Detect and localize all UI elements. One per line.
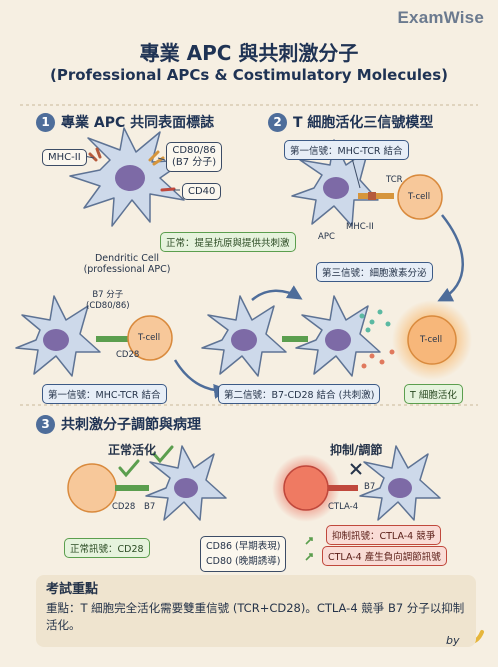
apc-cell-inhibit (359, 445, 441, 521)
t-cell-activation-label: T 細胞活化 (404, 384, 463, 404)
t-cell-normal (67, 463, 117, 513)
mhc2-receptor (88, 147, 102, 162)
section-number: 3 (36, 414, 55, 434)
b7-label: B7 (144, 502, 156, 512)
check-icon (152, 445, 174, 464)
check-icon (118, 459, 140, 478)
signal-3-label: 第三信號：細胞激素分泌 (316, 262, 433, 282)
signal-1-bottom-label: 第一信號：MHC-TCR 結合 (42, 384, 167, 404)
flow-arrow (251, 285, 303, 301)
b7-text: (B7 分子) (172, 157, 217, 168)
section-title: 共刺激分子調節與病理 (61, 417, 201, 433)
page-title: 專業 APC 與共刺激分子 (139, 41, 359, 65)
arrow-up-icon (305, 553, 313, 561)
mhc2-label: MHC-II (42, 149, 87, 166)
mhc2-label: MHC-II (346, 222, 374, 232)
flow-arrow (437, 214, 464, 302)
ctla4-b7-bridge (328, 485, 358, 491)
cd28-b7-bridge (115, 485, 149, 491)
exam-box (36, 575, 476, 647)
dc-name: Dendritic Cell (94, 253, 160, 264)
page-subtitle: (Professional APCs & Costimulatory Molec… (50, 66, 448, 84)
section-1-header: 1 專業 APC 共同表面標誌 (36, 112, 214, 132)
apc-cell-right (295, 295, 381, 377)
b7-text: B7 分子 (92, 290, 124, 300)
normal-signal-label: 正常訊號：CD28 (64, 538, 150, 558)
cd40-label: CD40 (182, 183, 222, 200)
apc-cell-normal (145, 445, 227, 521)
exam-title: 考試重點 (46, 582, 99, 597)
t-cell-left (127, 315, 173, 361)
section-2-header: 2 T 細胞活化三信號模型 (268, 112, 433, 132)
tcr-label: TCR (386, 175, 403, 185)
section-title: T 細胞活化三信號模型 (293, 115, 434, 131)
b7-cd28-bridge (282, 336, 308, 342)
cross-icon (350, 463, 362, 475)
mhc2-receptor (368, 192, 376, 200)
inhibition-heading: 抑制/調節 (330, 443, 383, 457)
t-cell-inhibited (283, 465, 329, 511)
apc-cell-top (291, 139, 379, 227)
exam-body: 重點：T 細胞完全活化需要雙重信號 (TCR+CD28)。CTLA-4 競爭 B… (46, 601, 465, 632)
normal-function-label: 正常：提呈抗原與提供共刺激 (160, 232, 296, 252)
cd40-receptor (160, 187, 176, 192)
inhibit-signal-label: 抑制訊號：CTLA-4 競爭 (326, 525, 442, 545)
t-cell-activated (407, 315, 457, 365)
signal-1-top-label: 第一信號：MHC-TCR 結合 (284, 140, 409, 160)
brand-logo: ExamWise (397, 8, 484, 27)
b7-label: B7 分子 (CD80/86) (86, 290, 130, 312)
ctla4-negative-label: CTLA-4 產生負向調節訊號 (322, 546, 447, 566)
apc-cell-middle (201, 295, 287, 377)
cd28-label: CD28 (116, 350, 140, 360)
pointer-line (157, 157, 166, 161)
cd80-86-text: (CD80/86) (86, 301, 130, 311)
cd86-text: CD86 (早期表現) (206, 541, 281, 552)
section-title: 專業 APC 共同表面標誌 (61, 115, 215, 131)
cytokine-dots (359, 309, 395, 369)
section-3-header: 3 共刺激分子調節與病理 (36, 414, 201, 434)
t-cell-label: T-cell (138, 333, 161, 343)
signature: by (446, 634, 460, 647)
cd80-86-text: CD80/86 (172, 145, 216, 156)
apc-label: APC (318, 232, 335, 242)
ctla4-label: CTLA-4 (328, 502, 359, 512)
t-cell-label: T-cell (420, 335, 443, 345)
apc-cell-left (15, 295, 101, 377)
cd28-label: CD28 (112, 502, 136, 512)
normal-activation-heading: 正常活化 (108, 443, 157, 457)
dendritic-cell (69, 127, 187, 227)
cd80-text: CD80 (晚期誘導) (206, 556, 281, 567)
t-cell-label: T-cell (408, 192, 431, 202)
pointer-line (351, 157, 361, 189)
b7-label: B7 (364, 482, 376, 492)
cd86-cd80-box: CD86 (早期表現) CD80 (晚期誘導) (200, 536, 287, 572)
signal-2-label: 第二信號：B7-CD28 結合 (共刺激) (218, 384, 381, 404)
dc-type: (professional APC) (83, 264, 171, 275)
arrow-up-icon (305, 537, 313, 545)
t-cell-top (397, 174, 443, 220)
section-number: 2 (268, 112, 287, 132)
cd80-86-label: CD80/86 (B7 分子) (166, 142, 223, 172)
dendritic-cell-caption: Dendritic Cell (professional APC) (72, 253, 182, 275)
section-number: 1 (36, 112, 55, 132)
b7-cd28-bridge (96, 336, 130, 342)
